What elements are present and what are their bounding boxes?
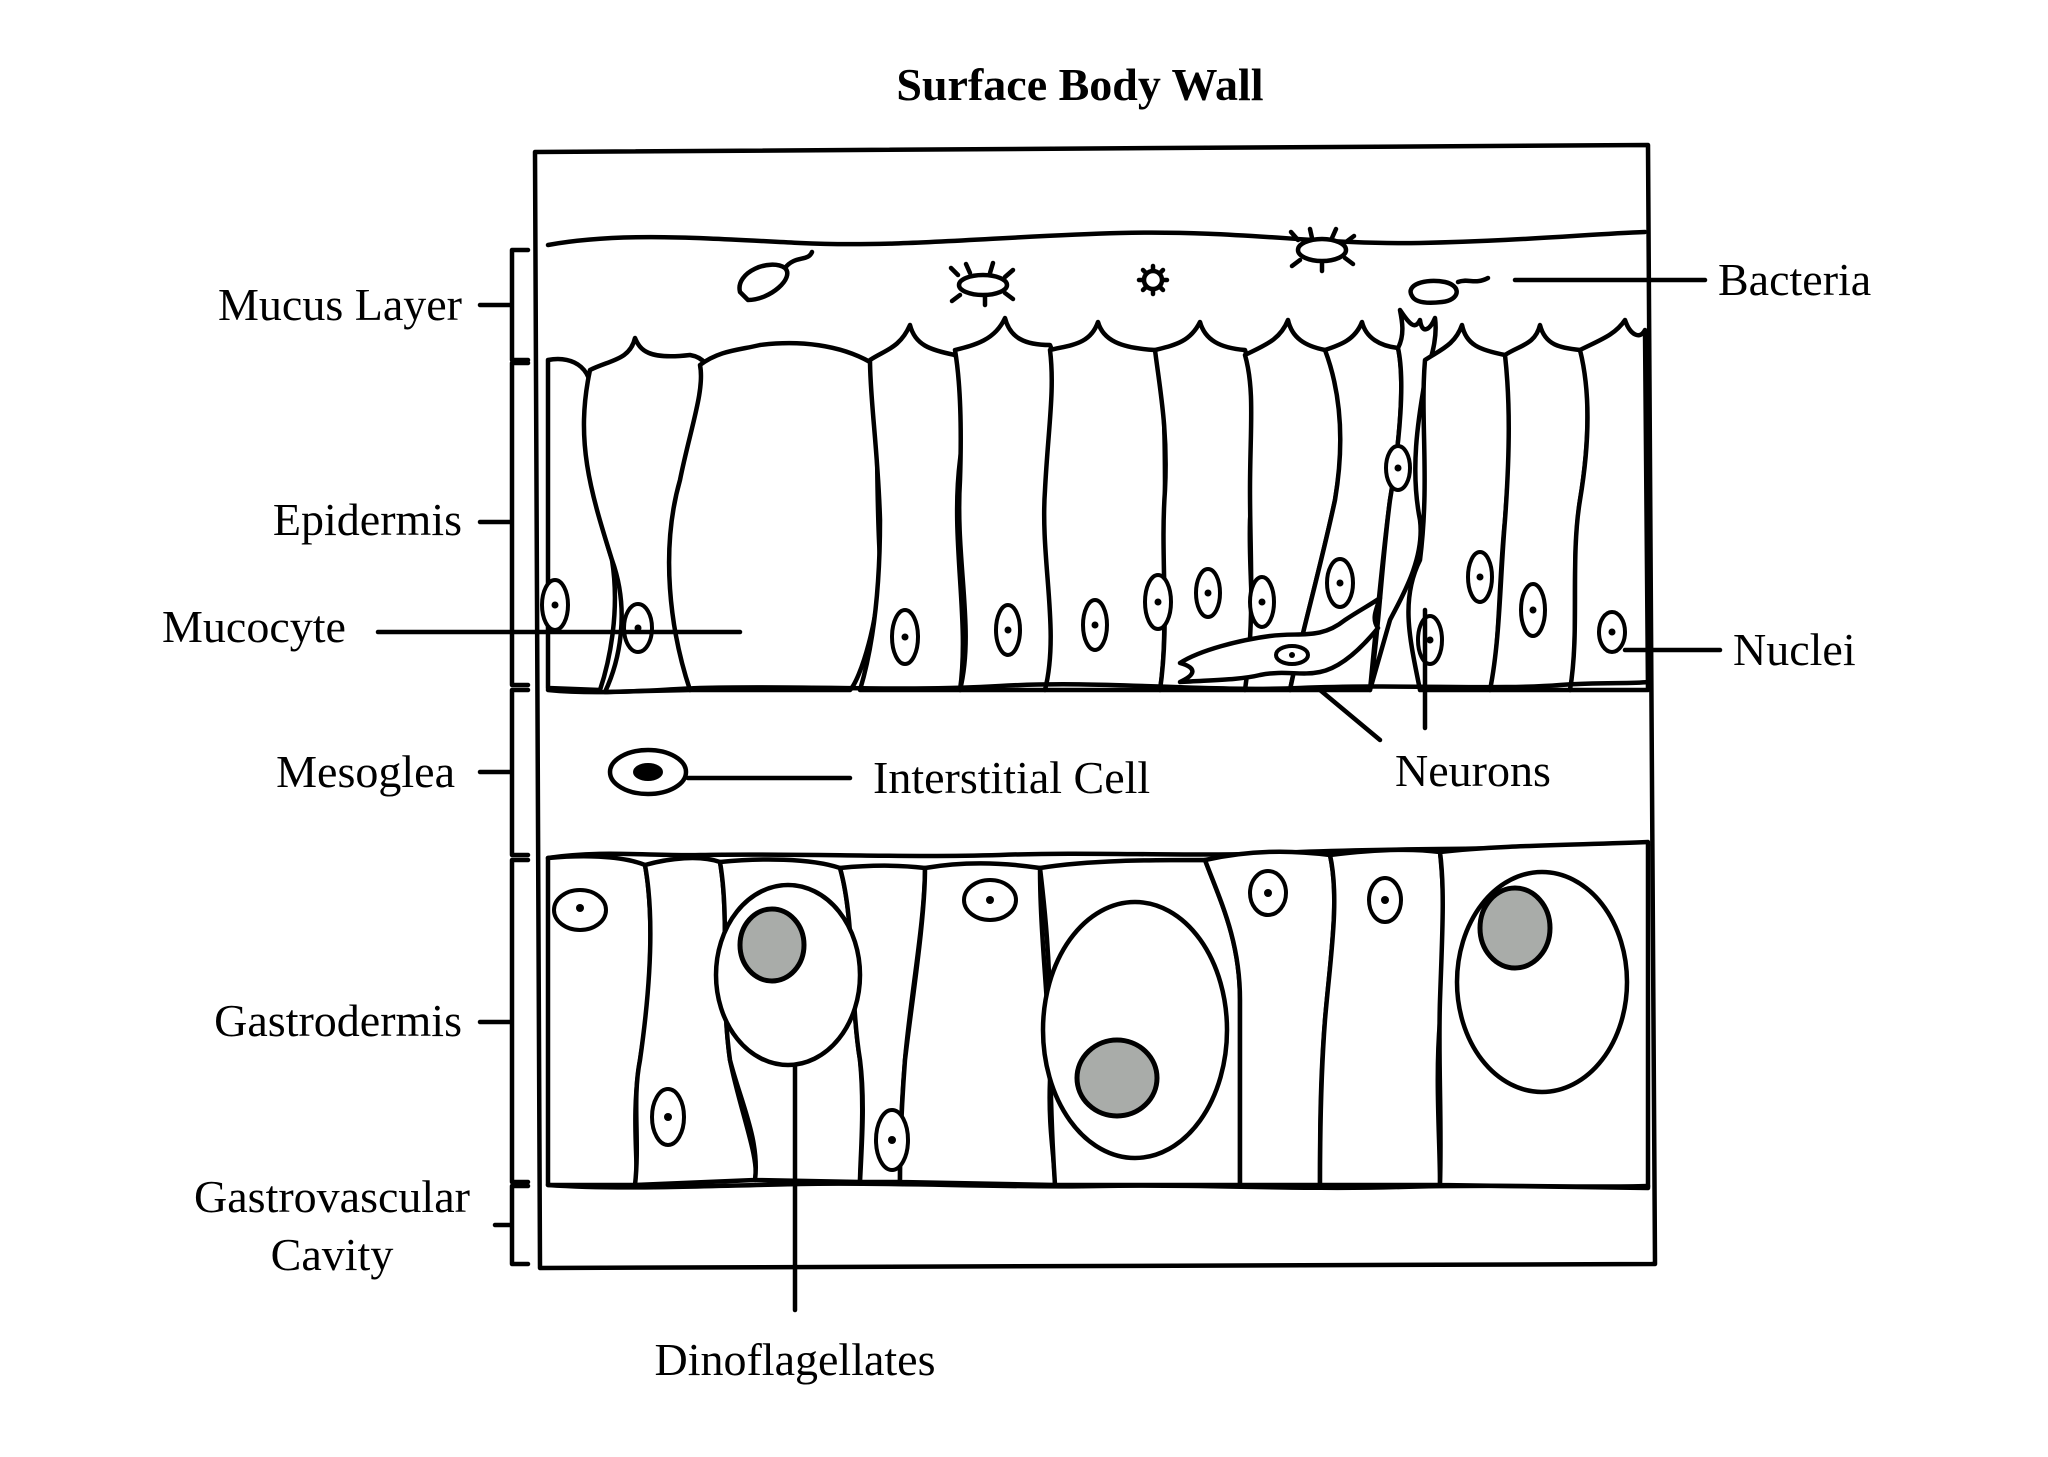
gastrodermis-nuclei xyxy=(552,869,1403,1172)
basal-neuron xyxy=(1177,595,1383,685)
label-interstitial-cell: Interstitial Cell xyxy=(873,752,1150,803)
label-mesoglea: Mesoglea xyxy=(276,746,455,797)
label-gastrodermis: Gastrodermis xyxy=(214,995,462,1046)
sensory-neuron xyxy=(1367,307,1438,693)
bacterium-spiked-2 xyxy=(1295,236,1349,264)
diagram-title: Surface Body Wall xyxy=(896,59,1263,110)
leader-neurons xyxy=(1317,607,1428,743)
bacterium-curved-rod xyxy=(1408,278,1459,305)
layer-brackets xyxy=(477,247,531,1267)
epidermal-cell xyxy=(1152,319,1258,693)
label-epidermis: Epidermis xyxy=(273,494,462,545)
dinoflagellate xyxy=(1477,885,1553,971)
interstitial-cell xyxy=(607,747,689,797)
bacterium-spiked xyxy=(956,272,1010,298)
label-mucus-layer: Mucus Layer xyxy=(218,279,462,330)
label-cavity: Cavity xyxy=(271,1229,394,1280)
label-mucocyte: Mucocyte xyxy=(162,601,346,652)
epidermal-cell xyxy=(857,322,968,693)
epidermis-nuclei xyxy=(540,444,1627,666)
dinoflagellate xyxy=(1074,1037,1160,1119)
gastrodermis-base-line xyxy=(545,1181,1651,1191)
bacterium-flagellum xyxy=(782,249,815,271)
dinoflagellates xyxy=(737,885,1553,1119)
mucus-surface-line xyxy=(545,229,1648,248)
label-neurons: Neurons xyxy=(1395,745,1551,796)
label-gastrovascular: Gastrovascular xyxy=(194,1171,470,1222)
epidermis-base-line xyxy=(545,679,1651,695)
bacterium-rod xyxy=(737,262,790,303)
label-nuclei: Nuclei xyxy=(1733,624,1856,675)
mucocyte-cell xyxy=(666,340,883,693)
bacteria-group xyxy=(737,226,1491,308)
dinoflagellate xyxy=(737,906,807,984)
label-dinoflagellates: Dinoflagellates xyxy=(654,1334,935,1385)
label-bacteria: Bacteria xyxy=(1718,254,1871,305)
diagram-frame xyxy=(532,142,1658,1271)
epidermal-cell xyxy=(1567,317,1651,693)
